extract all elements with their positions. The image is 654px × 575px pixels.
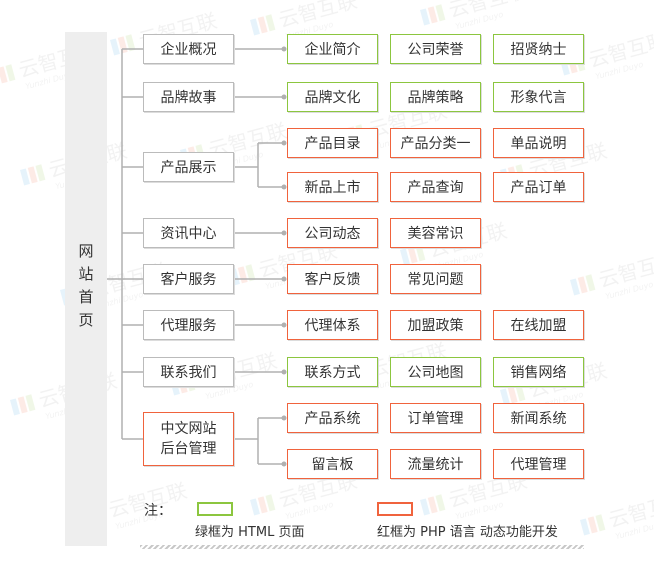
page-label: 企业简介 [304, 42, 361, 58]
page-box: 联系方式 [287, 357, 378, 387]
root-node: 网站首页 [65, 32, 107, 546]
page-box: 订单管理 [390, 403, 481, 433]
page-box: 产品目录 [287, 128, 378, 158]
connector-dot [281, 322, 287, 328]
category-label: 联系我们 [160, 365, 217, 381]
page-box: 品牌文化 [287, 82, 378, 112]
page-box: 产品系统 [287, 403, 378, 433]
connector-dot [281, 276, 287, 282]
page-label: 代理管理 [510, 457, 567, 473]
page-label: 在线加盟 [510, 318, 567, 334]
page-label: 常见问题 [407, 272, 464, 288]
category-box: 企业概况 [143, 34, 234, 64]
page-label: 公司动态 [304, 226, 361, 242]
page-box: 客户反馈 [287, 264, 378, 294]
page-label: 产品分类一 [400, 136, 471, 152]
category-box: 联系我们 [143, 357, 234, 387]
category-box: 代理服务 [143, 310, 234, 340]
page-box: 常见问题 [390, 264, 481, 294]
legend-html-text: 绿框为 HTML 页面 [195, 525, 305, 540]
connector-dot [281, 369, 287, 375]
category-label: 企业概况 [160, 42, 217, 58]
page-box: 新品上市 [287, 172, 378, 202]
category-box: 资讯中心 [143, 218, 234, 248]
page-label: 留言板 [311, 457, 354, 473]
page-box: 产品订单 [493, 172, 584, 202]
category-box: 产品展示 [143, 152, 234, 182]
page-box: 销售网络 [493, 357, 584, 387]
page-label: 代理体系 [304, 318, 361, 334]
page-label: 品牌策略 [407, 90, 464, 106]
page-box: 美容常识 [390, 218, 481, 248]
page-label: 单品说明 [510, 136, 567, 152]
page-label: 公司地图 [407, 365, 464, 381]
page-label: 新品上市 [304, 180, 361, 196]
page-box: 品牌策略 [390, 82, 481, 112]
category-label: 产品展示 [160, 160, 217, 176]
connector-dot [281, 230, 287, 236]
page-label: 招贤纳士 [510, 42, 567, 58]
page-label: 产品目录 [304, 136, 361, 152]
page-label: 订单管理 [407, 411, 464, 427]
page-box: 流量统计 [390, 449, 481, 479]
page-box: 单品说明 [493, 128, 584, 158]
page-label: 公司荣誉 [407, 42, 464, 58]
category-box: 中文网站后台管理 [143, 412, 234, 466]
root-label: 网站首页 [76, 243, 95, 335]
page-label: 品牌文化 [304, 90, 361, 106]
category-label: 资讯中心 [160, 226, 217, 242]
page-box: 形象代言 [493, 82, 584, 112]
page-label: 新闻系统 [510, 411, 567, 427]
page-box: 公司动态 [287, 218, 378, 248]
page-box: 公司地图 [390, 357, 481, 387]
page-label: 产品订单 [510, 180, 567, 196]
page-label: 流量统计 [407, 457, 464, 473]
page-box: 招贤纳士 [493, 34, 584, 64]
connector-dot [281, 46, 287, 52]
legend-php-text: 红框为 PHP 语言 动态功能开发 [377, 525, 558, 540]
legend-html-swatch [197, 502, 233, 516]
dashed-divider [140, 545, 584, 549]
connector-dot [281, 415, 287, 421]
page-box: 代理管理 [493, 449, 584, 479]
page-box: 在线加盟 [493, 310, 584, 340]
page-label: 产品查询 [407, 180, 464, 196]
page-box: 产品查询 [390, 172, 481, 202]
category-box: 客户服务 [143, 264, 234, 294]
page-box: 公司荣誉 [390, 34, 481, 64]
connector-dot [281, 461, 287, 467]
category-label: 中文网站后台管理 [160, 421, 217, 457]
category-label: 品牌故事 [160, 90, 217, 106]
page-label: 美容常识 [407, 226, 464, 242]
page-label: 加盟政策 [407, 318, 464, 334]
page-box: 企业简介 [287, 34, 378, 64]
connector-dot [281, 94, 287, 100]
page-box: 产品分类一 [390, 128, 481, 158]
connector-dot [281, 140, 287, 146]
page-label: 形象代言 [510, 90, 567, 106]
page-box: 加盟政策 [390, 310, 481, 340]
page-label: 销售网络 [510, 365, 567, 381]
category-label: 客户服务 [160, 272, 217, 288]
page-label: 客户反馈 [304, 272, 361, 288]
page-box: 新闻系统 [493, 403, 584, 433]
legend-php-swatch [377, 502, 413, 516]
connector-dot [281, 184, 287, 190]
page-label: 产品系统 [304, 411, 361, 427]
page-label: 联系方式 [304, 365, 361, 381]
category-box: 品牌故事 [143, 82, 234, 112]
legend-note: 注： [144, 503, 172, 519]
page-box: 留言板 [287, 449, 378, 479]
page-box: 代理体系 [287, 310, 378, 340]
category-label: 代理服务 [160, 318, 217, 334]
